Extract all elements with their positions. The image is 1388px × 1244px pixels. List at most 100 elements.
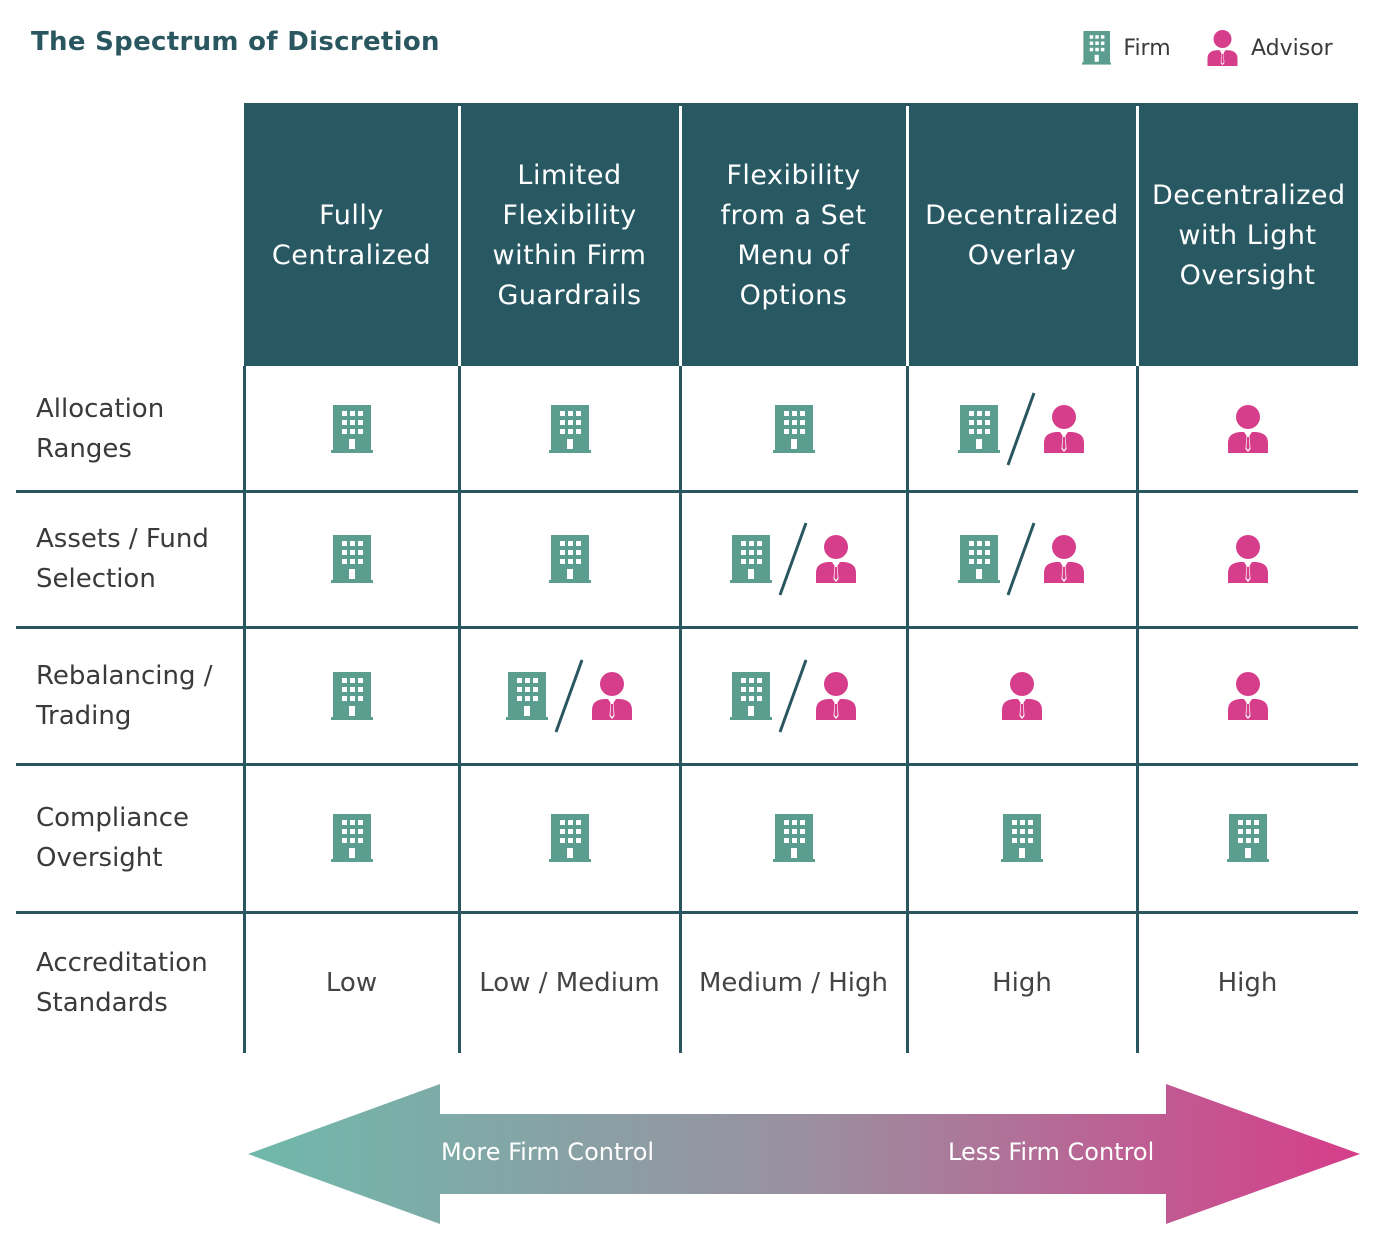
firm-advisor-pair: [958, 521, 1086, 597]
building-icon: [1226, 814, 1269, 862]
table-cell: [907, 764, 1137, 912]
row-label: Allocation Ranges: [36, 366, 236, 491]
person-icon: [1227, 671, 1268, 720]
column-divider: [243, 366, 246, 1053]
legend-item-advisor: Advisor: [1206, 30, 1333, 66]
building-icon: [958, 535, 1000, 583]
table-cell: [459, 491, 680, 627]
firm-advisor-pair: [729, 521, 858, 597]
building-icon: [1082, 31, 1112, 65]
row-label: Assets / Fund Selection: [36, 491, 236, 627]
row-divider: [16, 490, 1358, 493]
column-header-label: Limited Flexibility within Firm Guardrai…: [492, 160, 647, 311]
building-icon: [1001, 814, 1043, 862]
firm-advisor-pair: [958, 391, 1086, 467]
table-cell: High: [907, 912, 1137, 1053]
accreditation-level: Low: [325, 967, 378, 998]
building-icon: [330, 814, 373, 862]
header-divider: [458, 106, 461, 366]
table-cell: [680, 366, 907, 491]
table-border: [244, 103, 1358, 106]
column-divider: [906, 366, 909, 1053]
column-header-label: Fully Centralized: [271, 200, 432, 271]
table-cell: [244, 627, 459, 764]
table-cell: [244, 491, 459, 627]
building-icon: [505, 671, 548, 720]
accreditation-level: High: [1217, 967, 1278, 998]
table-cell: Medium / High: [680, 912, 907, 1053]
column-header: Decentralized Overlay: [907, 106, 1137, 366]
person-icon: [1227, 535, 1268, 583]
table-cell: [680, 627, 907, 764]
row-label-text: Rebalancing / Trading: [36, 660, 213, 731]
legend-label: Advisor: [1251, 35, 1333, 61]
double-arrow-icon: [248, 1084, 1360, 1224]
accreditation-level: Low / Medium: [479, 967, 660, 998]
table-cell: High: [1137, 912, 1358, 1053]
row-label-text: Compliance Oversight: [36, 803, 190, 873]
column-divider: [679, 366, 682, 1053]
row-label: Accreditation Standards: [36, 912, 236, 1053]
table-cell: [907, 491, 1137, 627]
building-icon: [772, 814, 815, 862]
table-cell: Low / Medium: [459, 912, 680, 1053]
row-label: Rebalancing / Trading: [36, 627, 236, 764]
building-icon: [729, 535, 772, 583]
person-icon: [1044, 535, 1084, 583]
table-cell: [244, 366, 459, 491]
table-cell: [907, 366, 1137, 491]
table-cell: [907, 627, 1137, 764]
building-icon: [330, 404, 373, 453]
accreditation-level: Medium / High: [698, 967, 888, 998]
building-icon: [548, 814, 591, 862]
header-divider: [906, 106, 909, 366]
table-cell: [459, 627, 680, 764]
firm-advisor-pair: [729, 658, 858, 734]
row-divider: [16, 626, 1358, 629]
table-cell: [680, 764, 907, 912]
person-icon: [1207, 30, 1238, 66]
table-cell: [459, 366, 680, 491]
header-divider: [679, 106, 682, 366]
table-cell: [680, 491, 907, 627]
more-firm-control-label: More Firm Control: [441, 1138, 655, 1166]
table-cell: [244, 764, 459, 912]
slash-divider-icon: [778, 658, 807, 733]
less-firm-control-label: Less Firm Control: [948, 1138, 1155, 1166]
page-title: The Spectrum of Discretion: [31, 27, 440, 57]
person-icon: [591, 671, 632, 720]
row-label-text: Allocation Ranges: [36, 393, 165, 464]
column-header: Limited Flexibility within Firm Guardrai…: [459, 106, 680, 366]
building-icon: [958, 404, 1000, 453]
column-header: Flexibility from a Set Menu of Options: [680, 106, 907, 366]
row-divider: [16, 911, 1358, 914]
table-cell: [1137, 627, 1358, 764]
person-icon: [1044, 404, 1084, 453]
column-divider: [1136, 366, 1139, 1053]
person-icon: [815, 671, 856, 720]
slash-divider-icon: [778, 522, 807, 596]
building-icon: [548, 535, 591, 583]
table-cell: [1137, 366, 1358, 491]
building-icon: [330, 671, 373, 720]
firm-advisor-pair: [505, 658, 634, 734]
column-header-label: Decentralized with Light Oversight: [1152, 180, 1346, 291]
row-label-text: Accreditation Standards: [36, 947, 208, 1018]
row-label-text: Assets / Fund Selection: [36, 524, 209, 594]
person-icon: [815, 535, 856, 583]
table-cell: [1137, 764, 1358, 912]
control-spectrum-arrow: [248, 1084, 1360, 1226]
row-divider: [16, 763, 1358, 766]
column-header: Decentralized with Light Oversight: [1137, 106, 1358, 366]
row-label: Compliance Oversight: [36, 764, 236, 912]
accreditation-level: High: [992, 967, 1052, 998]
building-icon: [548, 404, 591, 453]
table-cell: [459, 764, 680, 912]
building-icon: [330, 535, 373, 583]
column-header-label: Decentralized Overlay: [925, 200, 1119, 271]
slash-divider-icon: [1006, 391, 1036, 466]
column-header: Fully Centralized: [244, 106, 459, 366]
person-icon: [1002, 671, 1042, 720]
table-cell: [1137, 491, 1358, 627]
column-header-label: Flexibility from a Set Menu of Options: [720, 160, 867, 311]
